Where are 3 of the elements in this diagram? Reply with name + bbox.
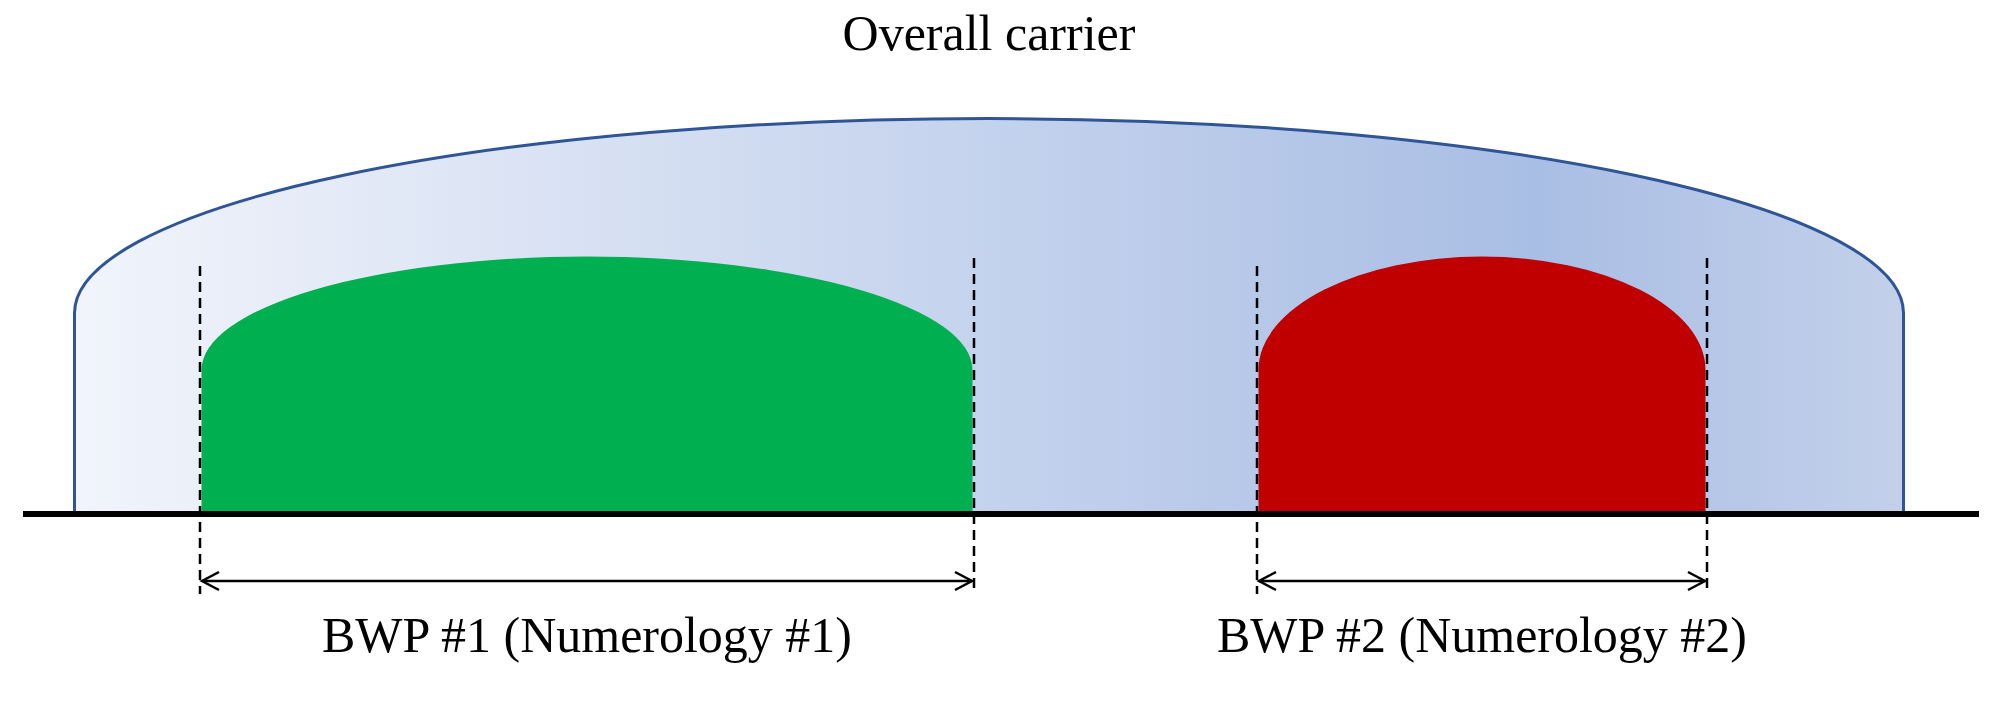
bandwidth-part-label: BWP #1 (Numerology #1) xyxy=(322,606,852,664)
carrier-label: Overall carrier xyxy=(842,4,1136,62)
bandwidth-part-label: BWP #2 (Numerology #2) xyxy=(1217,606,1747,664)
